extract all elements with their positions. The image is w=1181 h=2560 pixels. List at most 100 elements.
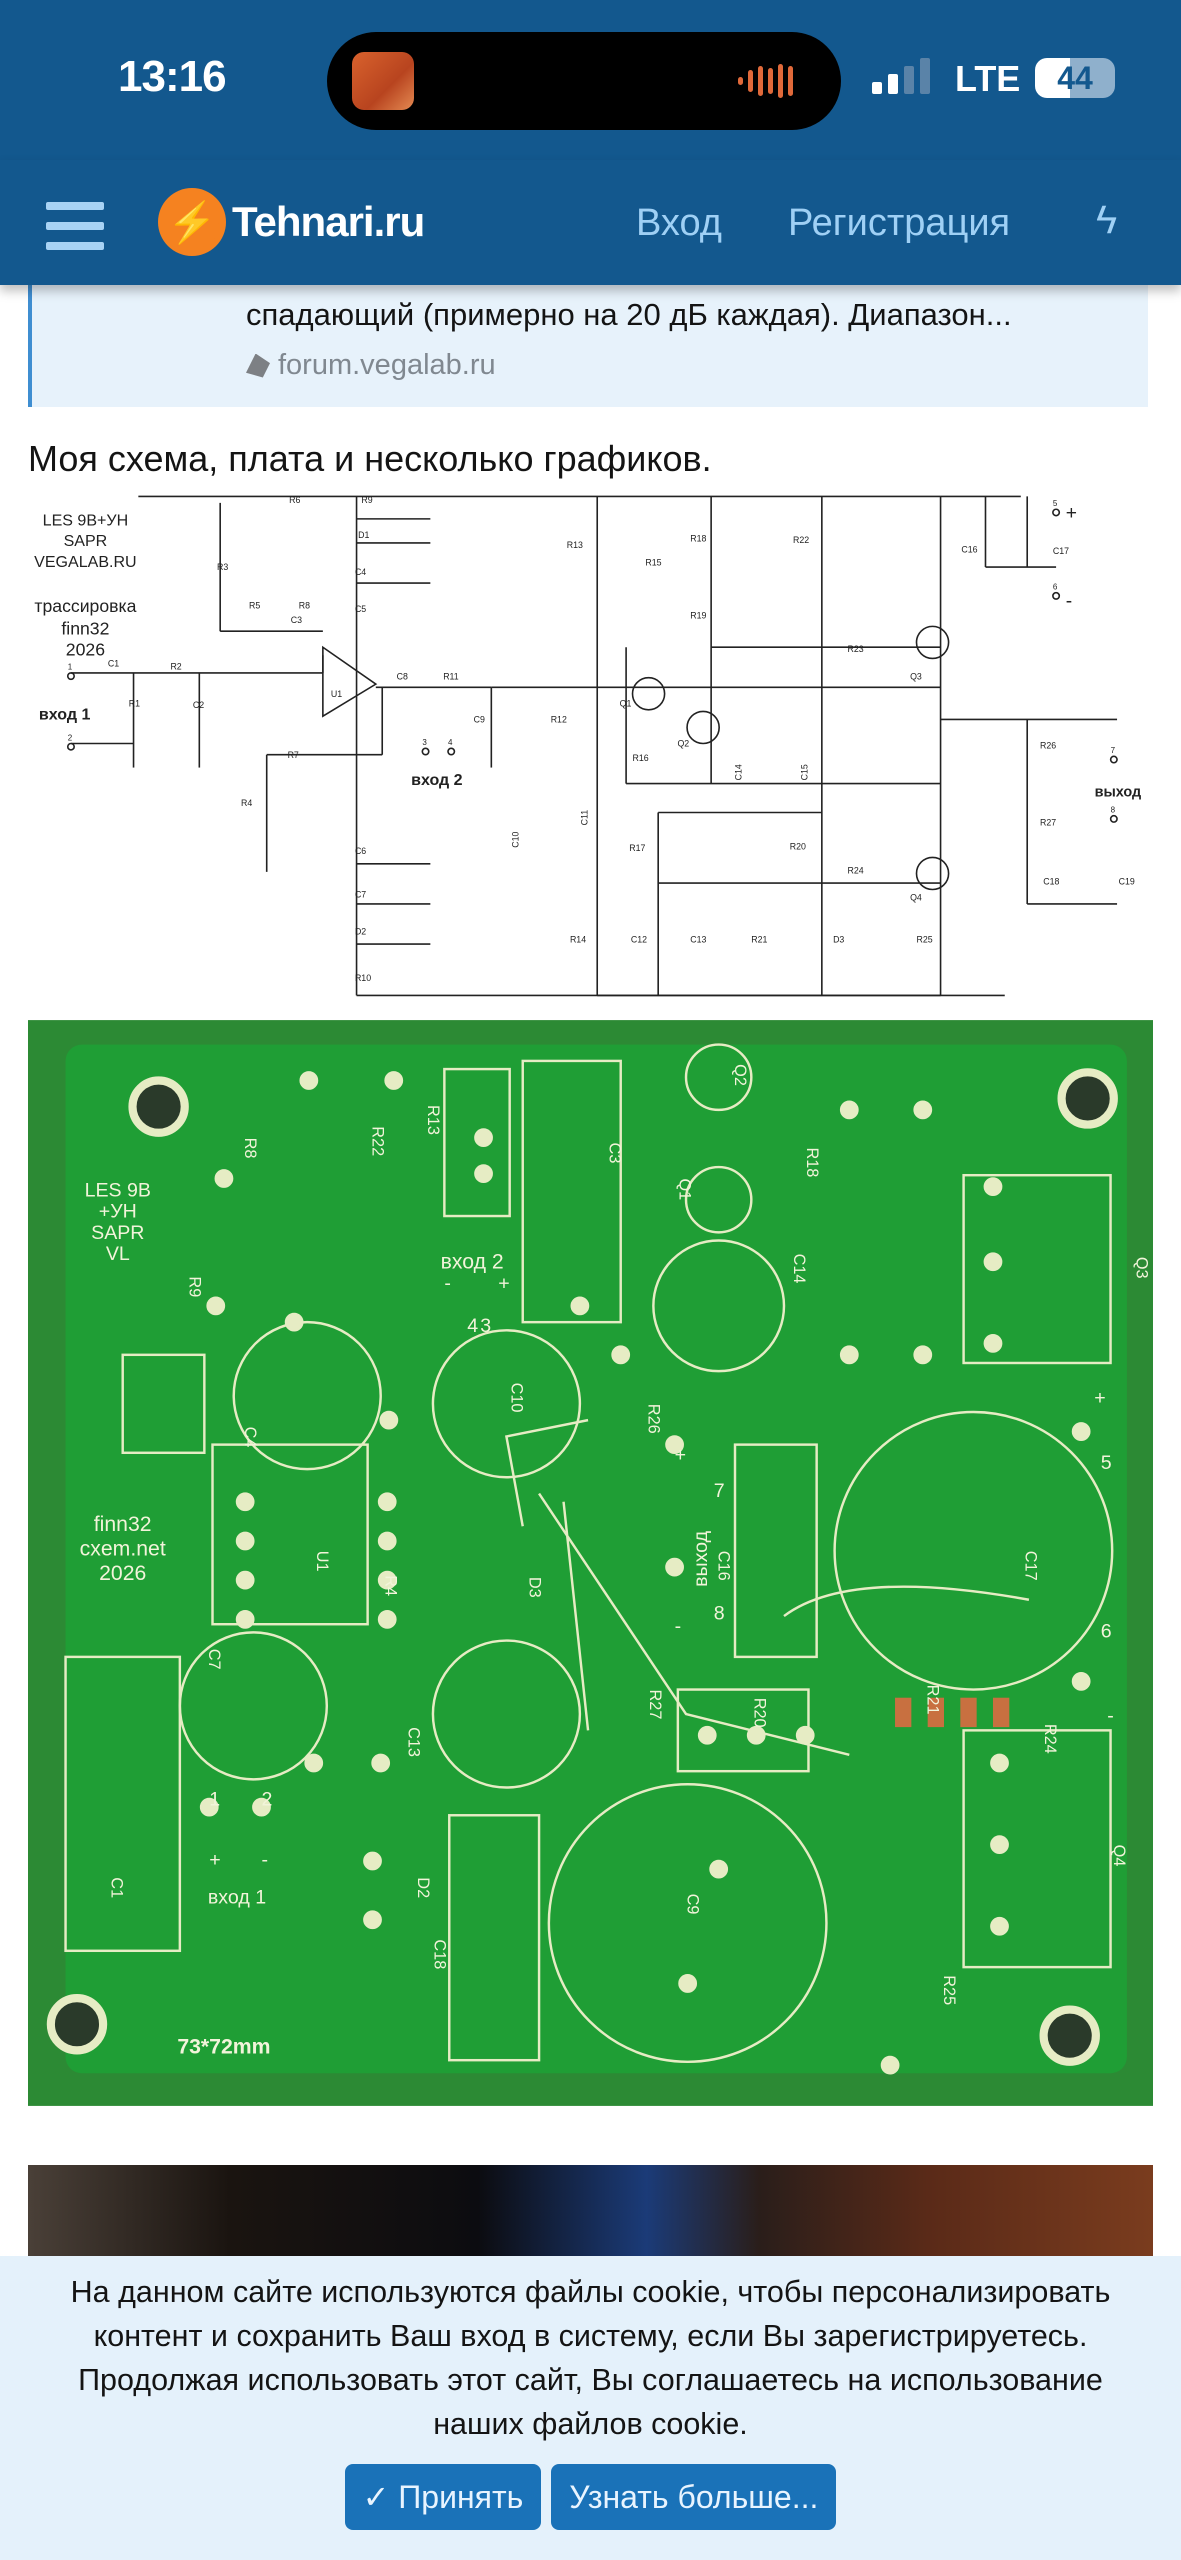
capacitor-footprint	[232, 1320, 382, 1471]
lightning-gear-icon[interactable]: ⚡	[158, 188, 226, 256]
link-preview-quote[interactable]: спадающий (примерно на 20 дБ каждая). Ди…	[28, 285, 1148, 407]
component-label-c19: C19	[1119, 877, 1135, 887]
solder-pad	[379, 1410, 399, 1430]
capacitor-footprint	[833, 1410, 1114, 1691]
pcb-ref-r4: R4	[382, 1575, 400, 1596]
transistor-footprint	[684, 1043, 753, 1112]
solder-pad	[611, 1345, 631, 1365]
pcb-pin-label: 6	[1101, 1620, 1112, 1642]
pcb-title: +УН	[99, 1201, 137, 1223]
pcb-pin-label: 1	[209, 1788, 220, 1810]
learn-more-button[interactable]: Узнать больше...	[551, 2464, 837, 2530]
terminal-icon	[1109, 814, 1118, 823]
album-art-icon	[352, 52, 414, 110]
input2-label: вход 2	[411, 771, 463, 789]
pcb-credit: 2026	[99, 1562, 146, 1585]
component-label-r15: R15	[645, 557, 661, 567]
smd-resistor	[960, 1697, 977, 1728]
pcb-ref-c3: C3	[605, 1143, 623, 1164]
smd-resistor	[992, 1697, 1010, 1728]
component-label-c7: C7	[355, 890, 366, 900]
pcb-ref-r25: R25	[940, 1975, 958, 2005]
capacitor-footprint	[652, 1239, 786, 1373]
solder-pad	[371, 1753, 391, 1773]
solder-pad	[990, 1916, 1009, 1936]
pcb-input1-label: вход 1	[208, 1886, 266, 1908]
pcb-pin-label: 3	[480, 1315, 491, 1337]
pcb-ref-r27: R27	[646, 1690, 664, 1720]
component-label-d2: D2	[355, 926, 366, 936]
pcb-ref-r22: R22	[369, 1126, 387, 1156]
menu-icon[interactable]	[46, 202, 104, 250]
site-logo[interactable]: Tehnari.ru	[232, 198, 425, 245]
component-label-r17: R17	[629, 843, 645, 853]
terminal-label: 3	[422, 738, 427, 747]
pcb-ref-c16: C16	[715, 1551, 733, 1581]
terminal-label: 4	[448, 738, 453, 747]
solder-pad	[363, 1851, 382, 1871]
component-label-q3: Q3	[910, 671, 922, 681]
solder-pad	[377, 1609, 397, 1629]
solder-pad	[206, 1296, 226, 1316]
solder-pad	[678, 1974, 698, 1993]
solder-pad	[1071, 1671, 1091, 1691]
solder-pad	[665, 1435, 684, 1455]
pcb-size-label: 73*72mm	[177, 2036, 270, 2059]
dynamic-island[interactable]	[327, 32, 841, 130]
lightning-icon[interactable]: ϟ	[1096, 198, 1118, 242]
pcb-ref-u1: U1	[313, 1551, 331, 1572]
component-label-r5: R5	[249, 601, 260, 611]
schematic-title: 2026	[66, 639, 105, 659]
quote-source-domain: forum.vegalab.ru	[278, 349, 496, 381]
component-label-c15: C15	[799, 764, 809, 780]
component-outline	[733, 1443, 818, 1659]
pcb-credit: finn32	[94, 1513, 152, 1536]
mounting-hole-icon	[46, 1994, 108, 2055]
component-label-u1: U1	[331, 689, 342, 699]
component-outline	[962, 1173, 1112, 1365]
solder-pad	[284, 1312, 304, 1332]
component-label-r21: R21	[751, 934, 767, 944]
pcb-input2-label: вход 2	[441, 1250, 504, 1273]
schematic-title: finn32	[61, 618, 109, 638]
component-label-q4: Q4	[910, 893, 922, 903]
accept-cookies-button[interactable]: ✓ Принять	[344, 2464, 542, 2530]
login-link[interactable]: Вход	[636, 202, 722, 244]
component-label-c5: C5	[355, 604, 366, 614]
solder-pad	[795, 1725, 815, 1745]
solder-pad	[235, 1492, 255, 1512]
component-outline	[962, 1729, 1112, 1969]
component-label-d3: D3	[833, 934, 844, 944]
solder-pad	[983, 1252, 1003, 1272]
terminal-icon	[66, 742, 75, 751]
smd-resistor	[927, 1697, 945, 1728]
status-bar: 13:16 LTE 44	[0, 0, 1181, 160]
component-label-c8: C8	[397, 671, 408, 681]
solder-pad	[235, 1570, 255, 1590]
register-link[interactable]: Регистрация	[788, 202, 1011, 244]
solder-pad	[377, 1492, 397, 1512]
quote-source[interactable]: forum.vegalab.ru	[246, 349, 496, 382]
component-outline	[443, 1067, 511, 1218]
solder-pad	[570, 1296, 590, 1316]
pcb-pin-label: 4	[467, 1315, 478, 1337]
component-label-r11: R11	[443, 671, 459, 681]
solder-pad	[665, 1557, 684, 1577]
solder-pad	[990, 1835, 1009, 1855]
schematic-image[interactable]: LES 9B+УНSAPRVEGALAB.RUтрассировкаfinn32…	[10, 482, 1170, 1005]
pcb-ref-r8: R8	[241, 1138, 259, 1159]
pcb-pin-label: 5	[1101, 1452, 1112, 1474]
transistor-footprint	[684, 1165, 753, 1234]
capacitor-footprint	[547, 1783, 828, 2064]
component-label-c16: C16	[961, 545, 977, 555]
pcb-ref-c10: C10	[507, 1383, 525, 1413]
pcb-ref-c1: C1	[107, 1877, 125, 1898]
pcb-title: LES 9B	[85, 1179, 151, 1201]
component-label-r18: R18	[690, 533, 706, 543]
component-label-r14: R14	[570, 934, 586, 944]
mounting-hole-icon	[1039, 2005, 1100, 2066]
signal-icon	[872, 58, 930, 94]
solder-pad	[199, 1797, 219, 1817]
solder-pad	[839, 1345, 859, 1365]
